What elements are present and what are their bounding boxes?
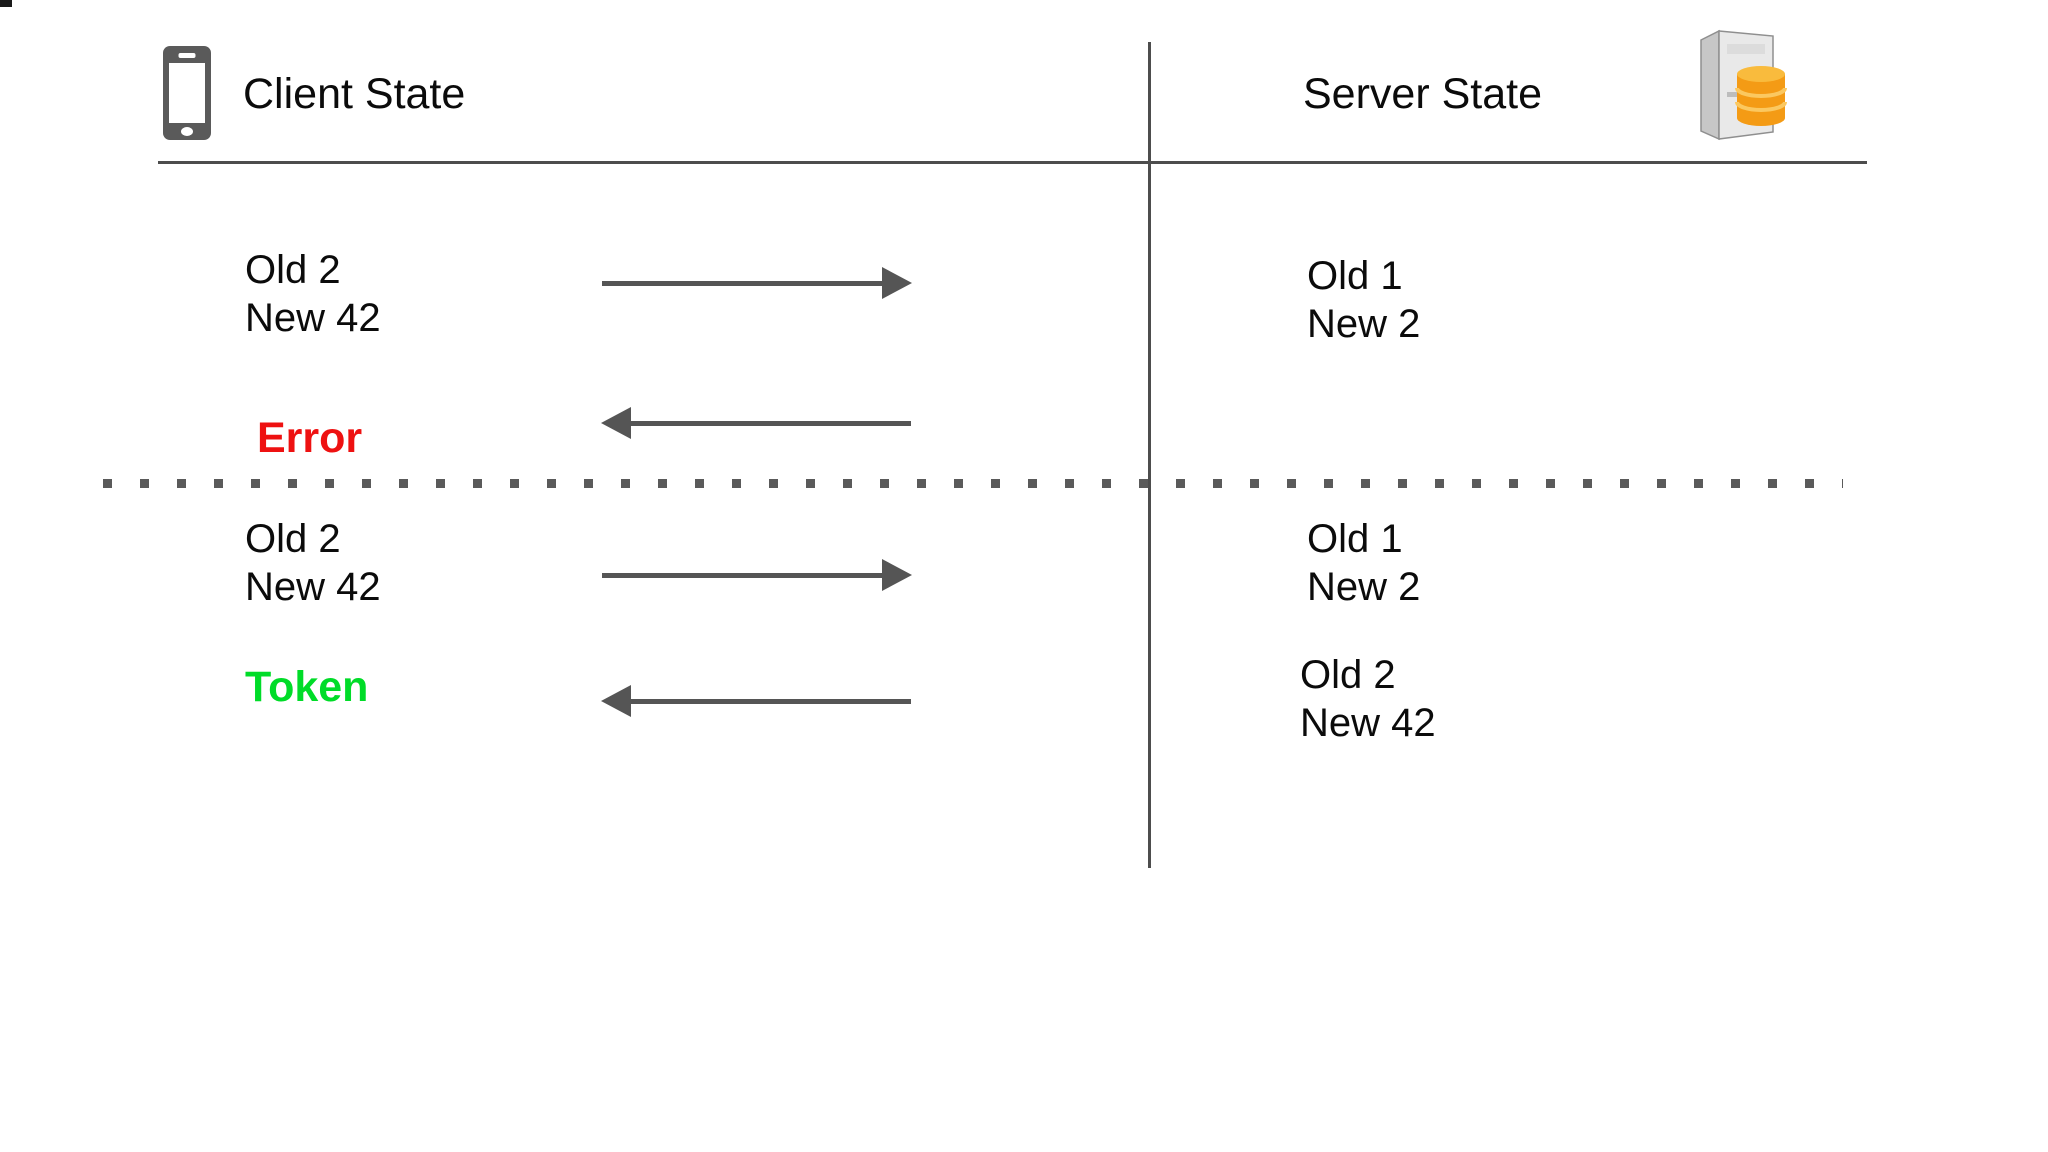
request-arrow-1 xyxy=(602,267,912,300)
error-label: Error xyxy=(257,414,363,462)
arrow-head-left-icon xyxy=(601,685,631,717)
attempt1-server-state: Old 1 New 2 xyxy=(1307,252,1420,348)
database-server-icon xyxy=(1700,29,1787,141)
response-arrow-1 xyxy=(601,407,911,440)
arrow-shaft xyxy=(630,421,911,426)
phone-screen xyxy=(169,63,205,123)
server-state-header: Server State xyxy=(1303,70,1542,118)
server-new-value: New 42 xyxy=(1300,701,1436,745)
server-new-value: New 2 xyxy=(1307,565,1421,609)
response-arrow-2 xyxy=(601,685,911,718)
client-new-value: New 42 xyxy=(245,565,381,609)
phone-speaker xyxy=(178,53,196,58)
client-old-value: Old 2 xyxy=(245,248,341,292)
retry-separator-dotted-line xyxy=(103,479,1843,488)
corner-artifact xyxy=(0,0,12,7)
client-old-value: Old 2 xyxy=(245,517,341,561)
attempt2-server-state-after: Old 2 New 42 xyxy=(1300,651,1436,747)
arrow-shaft xyxy=(602,573,883,578)
client-new-value: New 42 xyxy=(245,296,381,340)
request-arrow-2 xyxy=(602,559,912,592)
server-old-value: Old 1 xyxy=(1307,517,1403,561)
arrow-shaft xyxy=(630,699,911,704)
server-new-value: New 2 xyxy=(1307,302,1421,346)
arrow-shaft xyxy=(602,281,883,286)
attempt2-client-state: Old 2 New 42 xyxy=(245,515,381,611)
arrow-head-left-icon xyxy=(601,407,631,439)
attempt1-client-state: Old 2 New 42 xyxy=(245,246,381,342)
client-state-header: Client State xyxy=(243,70,466,118)
header-divider-line xyxy=(158,161,1867,164)
token-label: Token xyxy=(245,663,369,711)
phone-home-button xyxy=(181,127,193,136)
arrow-head-right-icon xyxy=(882,267,912,299)
smartphone-icon xyxy=(163,46,211,140)
server-old-value: Old 2 xyxy=(1300,653,1396,697)
arrow-head-right-icon xyxy=(882,559,912,591)
attempt2-server-state-before: Old 1 New 2 xyxy=(1307,515,1420,611)
server-old-value: Old 1 xyxy=(1307,254,1403,298)
column-divider-line xyxy=(1148,42,1151,868)
